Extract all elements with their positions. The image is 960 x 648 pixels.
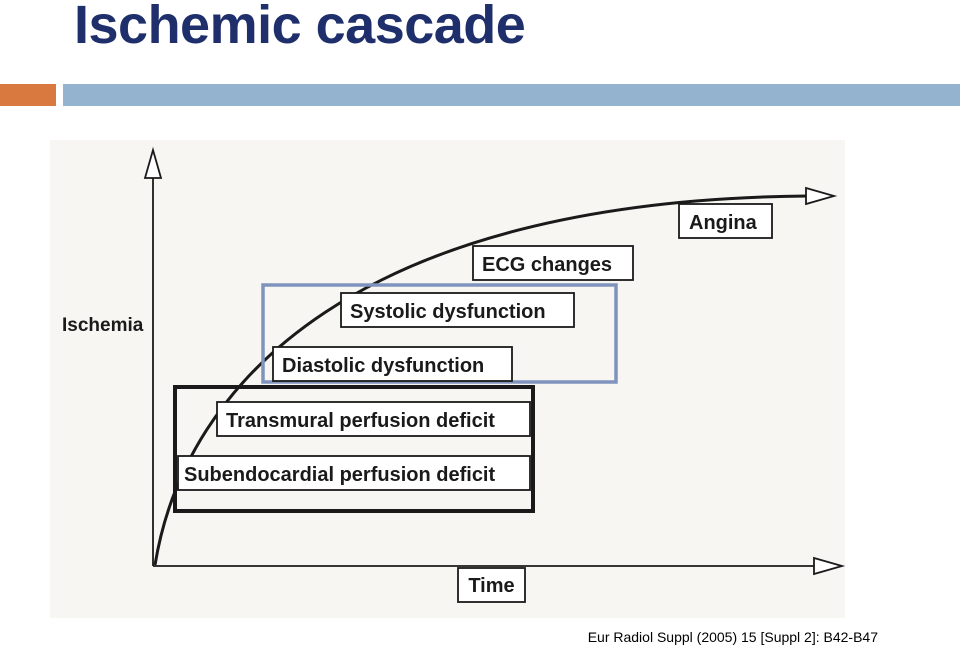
- stage-angina: Angina: [678, 203, 773, 239]
- stage-box: [177, 455, 531, 491]
- slide-title: Ischemic cascade: [74, 0, 526, 55]
- x-axis-arrowhead: [813, 556, 846, 576]
- time-label-box: [457, 567, 526, 603]
- stage-label: Angina: [689, 212, 758, 234]
- y-axis-arrowhead: [143, 146, 163, 179]
- stage-label: Subendocardial perfusion deficit: [184, 464, 495, 486]
- stage-diastolic: Diastolic dysfunction: [272, 346, 513, 382]
- stage-box: [340, 292, 575, 328]
- citation: Eur Radiol Suppl (2005) 15 [Suppl 2]: B4…: [587, 629, 878, 645]
- accent-bar-orange: [0, 84, 56, 106]
- stage-subendocardial: Subendocardial perfusion deficit: [177, 455, 531, 491]
- stage-ecg: ECG changes: [472, 245, 634, 281]
- stage-label: ECG changes: [482, 254, 612, 276]
- stage-box: [472, 245, 634, 281]
- curve-arrowhead: [805, 186, 838, 206]
- stage-label: Systolic dysfunction: [350, 301, 546, 323]
- y-axis-label: Ischemia: [62, 315, 144, 336]
- stage-label: Diastolic dysfunction: [282, 355, 484, 377]
- accent-bar-blue: [63, 84, 960, 106]
- stage-systolic: Systolic dysfunction: [340, 292, 575, 328]
- perfusion-group-box: [173, 385, 535, 513]
- x-axis-label: Time: [468, 575, 514, 597]
- stage-box: [272, 346, 513, 382]
- dysfunction-highlight-box: [261, 283, 618, 384]
- stage-box: [216, 401, 531, 437]
- stage-transmural: Transmural perfusion deficit: [216, 401, 531, 437]
- stage-label: Transmural perfusion deficit: [226, 410, 495, 432]
- stage-box: [678, 203, 773, 239]
